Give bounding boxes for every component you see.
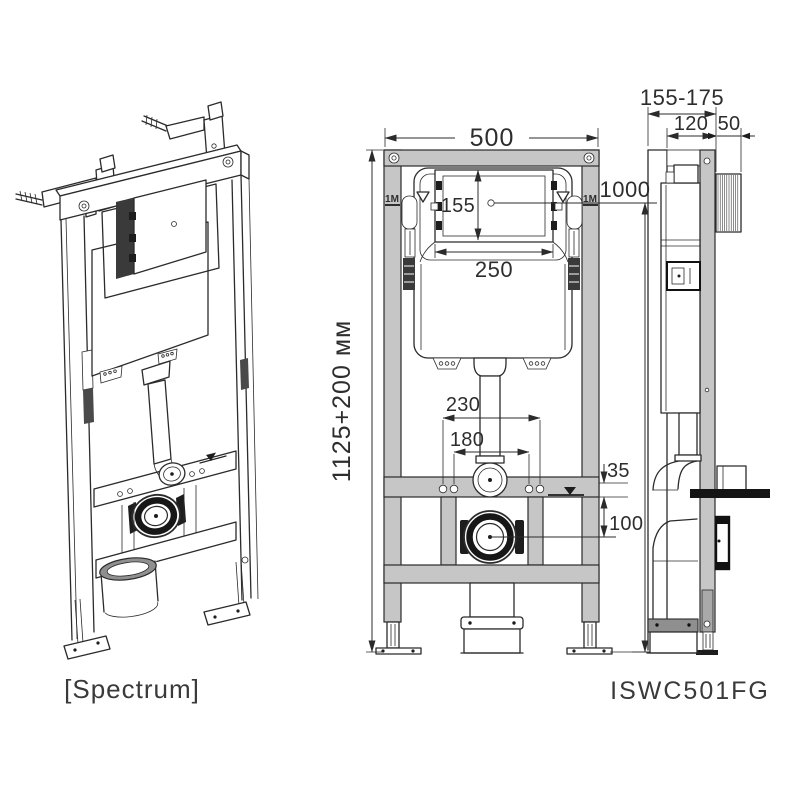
front-view: 1M 1M [328, 124, 658, 655]
dim-frame-height: 1125+200 мм [328, 149, 383, 653]
isometric-view: [Spectrum] [15, 101, 259, 704]
dim-actuation-height: 1000 [494, 177, 658, 653]
dim-outer-bolt-spacing: 230 [442, 394, 541, 484]
iso-drain-cup [99, 557, 159, 618]
iso-left-rail [60, 215, 111, 660]
side-flush-pipe [652, 412, 702, 491]
dim-bracket-drop: 35 [599, 460, 630, 498]
dim-outer-bolt-label: 230 [446, 394, 480, 416]
meter-level-marks: 1M 1M [385, 191, 598, 206]
dim-window-width-label: 250 [475, 257, 513, 282]
side-cistern [660, 164, 701, 414]
dim-inner-bolt-spacing: 180 [450, 429, 530, 484]
front-inspection-window [430, 169, 563, 243]
dim-panel-depth-label: 50 [718, 113, 741, 135]
series-label: [Spectrum] [64, 674, 200, 704]
side-pan-bracket [690, 465, 770, 498]
iso-right-rail [203, 174, 259, 626]
front-lower-frame [383, 496, 600, 654]
dim-frame-depth-label: 120 [674, 113, 708, 135]
dim-outlet-height: 100 [490, 496, 643, 538]
dim-window-height-label: 155 [441, 195, 475, 217]
dim-bracket-drop-label: 35 [607, 460, 630, 482]
dim-frame-height-label: 1125+200 мм [328, 320, 356, 482]
model-code-label: ISWC501FG [610, 677, 770, 705]
dim-frame-depth: 120 [666, 113, 715, 148]
dim-mounting-depth: 155-175 [640, 85, 724, 172]
iso-flush-pipe [141, 360, 186, 486]
dim-inner-bolt-label: 180 [450, 429, 484, 451]
dim-width-label: 500 [470, 124, 515, 152]
dim-outlet-height-label: 100 [609, 513, 643, 535]
dim-panel-depth: 50 [708, 113, 755, 172]
front-frame [383, 149, 600, 623]
front-hanger-bolts [401, 195, 583, 290]
dim-front-width: 500 [384, 124, 599, 152]
wall-insulation-pad [715, 173, 742, 233]
front-crossbar [383, 462, 600, 498]
meter-mark-right: 1M [583, 194, 597, 205]
dim-window-width: 250 [434, 244, 554, 282]
dim-window-height: 155 [441, 169, 482, 241]
side-waste-elbow [646, 518, 701, 654]
side-fixing-plate [714, 515, 731, 571]
front-feet [375, 621, 613, 655]
dim-actuation-height-label: 1000 [600, 177, 651, 202]
iso-top-bar [55, 144, 250, 221]
meter-mark-left: 1M [385, 194, 399, 205]
iso-waste-outlet [128, 493, 186, 539]
dim-mounting-depth-label: 155-175 [640, 85, 724, 110]
iso-access-panel [101, 179, 220, 299]
side-view: 155-175 120 50 ISWC501FG [610, 85, 770, 705]
